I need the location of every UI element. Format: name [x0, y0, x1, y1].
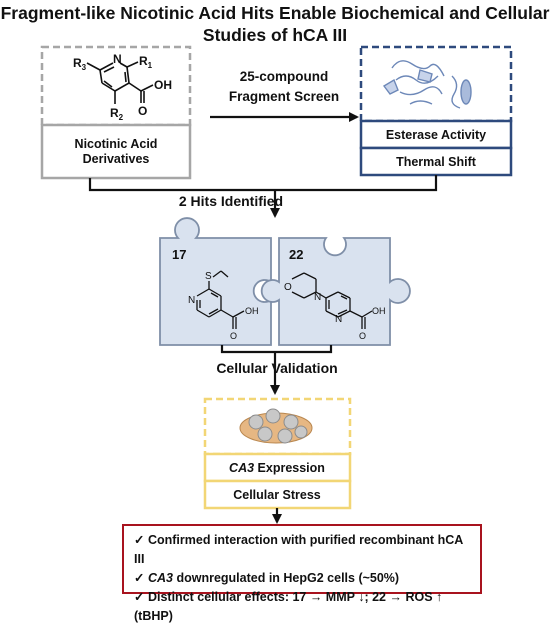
thermal-shift-label: Thermal Shift [396, 155, 477, 169]
hit-17-n-label: N [188, 295, 195, 306]
summary-line-2-gene: CA3 [147, 571, 173, 585]
validation-label: Cellular Validation [216, 360, 337, 376]
scaffold-panel: R3 N R1 R2 OH O [40, 45, 192, 180]
cells-image [239, 408, 313, 444]
puzzle-shape-22 [260, 237, 411, 346]
scaffold-r3-label: R3 [73, 56, 87, 72]
cellular-panel: CA3 Expression Cellular Stress [203, 397, 352, 510]
figure-title: Fragment-like Nicotinic Acid Hits Enable… [0, 2, 550, 46]
summary-line-3-text: Distinct cellular effects: 17 → MMP ↓; 2… [134, 590, 443, 623]
thermal-shift-box [359, 146, 513, 177]
puzzle-shape-17 [159, 217, 272, 346]
check-icon: ✓ [134, 533, 145, 547]
check-icon: ✓ [134, 571, 145, 585]
puzzle-piece-17: 17 S N OH O [159, 217, 272, 346]
nicotinic-acid-scaffold-structure [86, 61, 154, 104]
hit-17-s-label: S [205, 271, 212, 282]
protein-structure-image [382, 60, 472, 109]
hit-22-structure [291, 272, 373, 329]
merge-bracket [88, 175, 438, 192]
scaffold-oh-label: OH [154, 78, 172, 92]
hit-22-o-ring-label: O [284, 282, 292, 293]
scaffold-label-box [40, 123, 192, 180]
puzzle-piece-22: 22 O N N OH O [260, 237, 411, 346]
hit-17-structure [196, 270, 245, 329]
scaffold-r2-label: R2 [110, 106, 124, 122]
hit-22-o-label: O [359, 331, 366, 341]
summary-line-1-text: Confirmed interaction with purified reco… [134, 533, 463, 566]
scaffold-o-label: O [138, 104, 147, 118]
hit-17-id: 17 [172, 247, 186, 262]
cellular-stress-label: Cellular Stress [233, 488, 321, 502]
scaffold-r1-label: R1 [139, 54, 153, 70]
summary-box: ✓ Confirmed interaction with purified re… [122, 524, 482, 623]
hits-merge-bracket [220, 345, 333, 354]
cells-image-frame [203, 397, 352, 456]
hit-22-oh-label: OH [372, 306, 386, 316]
hit-22-n1-label: N [314, 292, 321, 303]
scaffold-n-label: N [113, 52, 122, 66]
diagram-canvas: R3 N R1 R2 OH O 25-compound Fragment Scr… [40, 45, 513, 524]
hit-17-o-label: O [230, 331, 237, 341]
assay-panel: Esterase Activity Thermal Shift [359, 45, 513, 177]
title-line-2: Studies of hCA III [202, 25, 348, 45]
title-line-1: Fragment-like Nicotinic Acid Hits Enable… [0, 3, 550, 23]
esterase-activity-label: Esterase Activity [386, 128, 486, 142]
scaffold-label-line-2: Derivatives [82, 151, 150, 166]
summary-line-2: ✓ CA3 downregulated in HepG2 cells (~50%… [134, 569, 470, 588]
hit-22-n2-label: N [335, 314, 342, 325]
screen-label-line-1: 25-compound [240, 69, 329, 84]
cellular-stress-box [203, 479, 352, 510]
summary-line-1: ✓ Confirmed interaction with purified re… [134, 531, 470, 569]
esterase-activity-box [359, 119, 513, 150]
hit-17-oh-label: OH [245, 306, 259, 316]
summary-line-2-text: downregulated in HepG2 cells (~50%) [172, 571, 400, 585]
hits-label: 2 Hits Identified [179, 193, 283, 209]
ca3-expression-box [203, 452, 352, 483]
screen-label-line-2: Fragment Screen [229, 89, 339, 104]
summary-line-3: ✓ Distinct cellular effects: 17 → MMP ↓;… [134, 588, 470, 626]
scaffold-label-line-1: Nicotinic Acid [74, 136, 158, 151]
protein-structure-frame [359, 45, 513, 123]
ca3-expression-label: CA3 Expression [229, 461, 325, 475]
check-icon: ✓ [134, 590, 145, 604]
hit-22-id: 22 [289, 247, 303, 262]
